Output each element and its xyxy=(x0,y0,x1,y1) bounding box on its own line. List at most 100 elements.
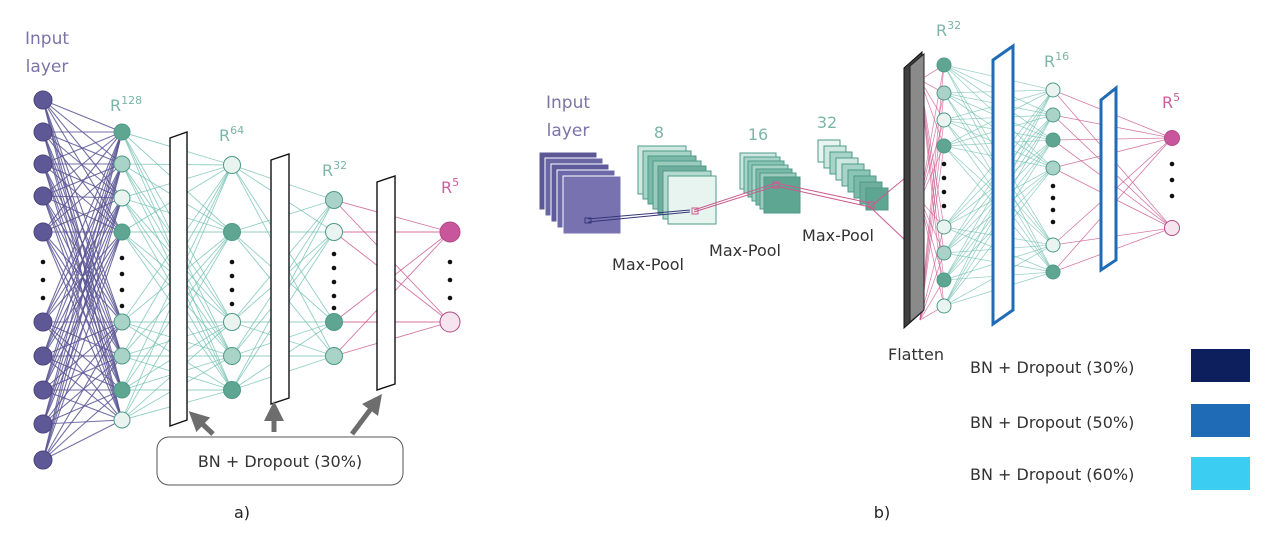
dense1-node xyxy=(936,298,952,314)
pool3-label: Max-Pool xyxy=(802,226,874,245)
input-node xyxy=(33,346,53,366)
ellipsis-dot xyxy=(941,175,947,181)
conv3-label: 32 xyxy=(817,113,837,132)
layer3-node xyxy=(325,223,343,241)
dropout-arrow-1 xyxy=(188,411,215,436)
panel-a-dropout-bars xyxy=(169,131,396,427)
ellipsis-dot xyxy=(229,287,235,293)
legend-label: BN + Dropout (60%) xyxy=(970,465,1134,484)
panel-b-bars xyxy=(903,43,1118,330)
dense2-label: R16 xyxy=(1044,50,1069,71)
dense1-node xyxy=(936,245,952,261)
layer1-node xyxy=(113,189,131,207)
edge-input-layer1 xyxy=(42,419,123,461)
ellipsis-dot xyxy=(447,259,453,265)
ellipsis-dot xyxy=(331,251,337,257)
dense2-node xyxy=(1045,160,1061,176)
edge-input-layer1 xyxy=(42,321,123,461)
input-node xyxy=(33,312,53,332)
pool-link-line xyxy=(693,182,777,211)
pool-link-line xyxy=(869,177,906,208)
legend-label: BN + Dropout (50%) xyxy=(970,413,1134,432)
dense1-label: R32 xyxy=(936,19,961,40)
legend-swatch xyxy=(1191,457,1250,490)
panel-b-output-label: R5 xyxy=(1162,91,1180,112)
conv1-label: 8 xyxy=(654,123,664,142)
ellipsis-dot xyxy=(1050,207,1056,213)
panel-b-nodes xyxy=(936,57,1180,314)
edge-input-layer1 xyxy=(42,197,123,461)
panel-b-feature-maps xyxy=(538,139,906,241)
edge-input-layer1 xyxy=(42,131,123,197)
dense1-node xyxy=(936,219,952,235)
pool-window xyxy=(867,201,875,209)
layer2-node xyxy=(223,313,241,331)
panel-b-connections xyxy=(919,64,1173,321)
edge-input-layer1 xyxy=(42,131,123,323)
ellipsis-dot xyxy=(331,265,337,271)
pool1-label: Max-Pool xyxy=(612,255,684,274)
edge-input-layer1 xyxy=(42,197,123,233)
panel-a-layer2-label: R64 xyxy=(219,124,244,145)
ellipsis-dot xyxy=(941,203,947,209)
ellipsis-dot xyxy=(40,277,46,283)
dropout-bar-1 xyxy=(169,131,188,427)
edge-input-layer1 xyxy=(42,163,123,461)
layer3-node xyxy=(325,191,343,209)
dense1-node xyxy=(936,138,952,154)
edge-input-layer1 xyxy=(42,231,123,421)
conv3-feature-map xyxy=(865,187,889,211)
dropout-bar-3 xyxy=(376,175,396,391)
panel-b-input-label-line2: layer xyxy=(547,121,590,141)
edge-input-layer1 xyxy=(42,99,123,323)
edge-input-layer1 xyxy=(42,389,123,421)
edge-input-layer1 xyxy=(42,231,123,461)
panel-a: Input layer R128 R64 R32 R5 BN + Dropout… xyxy=(25,29,461,522)
edge-input-layer1 xyxy=(42,355,123,421)
layer1-node xyxy=(113,223,131,241)
flatten-label: Flatten xyxy=(888,345,944,364)
edge-input-layer1 xyxy=(42,321,123,391)
layer1-node xyxy=(113,313,131,331)
legend-swatch xyxy=(1191,404,1250,437)
edge-input-layer1 xyxy=(42,131,123,233)
ellipsis-dot xyxy=(941,189,947,195)
pool2-label: Max-Pool xyxy=(709,241,781,260)
ellipsis-dot xyxy=(447,295,453,301)
input-node xyxy=(33,414,53,434)
panel-b-caption: b) xyxy=(874,503,890,522)
legend-item: BN + Dropout (50%) xyxy=(970,404,1250,437)
layer1-node xyxy=(113,381,131,399)
ellipsis-dot xyxy=(1050,195,1056,201)
ellipsis-dot xyxy=(119,303,125,309)
dense1-node xyxy=(936,57,952,73)
ellipsis-dot xyxy=(331,279,337,285)
edge-input-layer1 xyxy=(42,131,123,425)
dense2-node xyxy=(1045,237,1061,253)
ellipsis-dot xyxy=(447,277,453,283)
layer3-node xyxy=(325,313,343,331)
ellipsis-dot xyxy=(1050,183,1056,189)
input-node xyxy=(33,90,53,110)
dropout-box-label: BN + Dropout (30%) xyxy=(198,452,362,471)
conv2-feature-map xyxy=(763,176,801,214)
input-node xyxy=(33,380,53,400)
layer2-node xyxy=(223,347,241,365)
dense2-node xyxy=(1045,82,1061,98)
legend-item: BN + Dropout (30%) xyxy=(970,349,1250,382)
layer1-node xyxy=(113,411,131,429)
pool-link-line xyxy=(587,209,691,220)
ellipsis-dot xyxy=(1169,177,1175,183)
layer2-node xyxy=(223,156,241,174)
dense2-node xyxy=(1045,264,1061,280)
pool-window xyxy=(772,181,780,189)
panel-a-layer1-label: R128 xyxy=(110,94,142,115)
ellipsis-dot xyxy=(119,271,125,277)
legend-label: BN + Dropout (30%) xyxy=(970,358,1134,377)
dropout-arrow-3 xyxy=(350,394,382,436)
ellipsis-dot xyxy=(1169,161,1175,167)
layer1-node xyxy=(113,347,131,365)
input-node xyxy=(33,450,53,470)
ellipsis-dot xyxy=(229,259,235,265)
